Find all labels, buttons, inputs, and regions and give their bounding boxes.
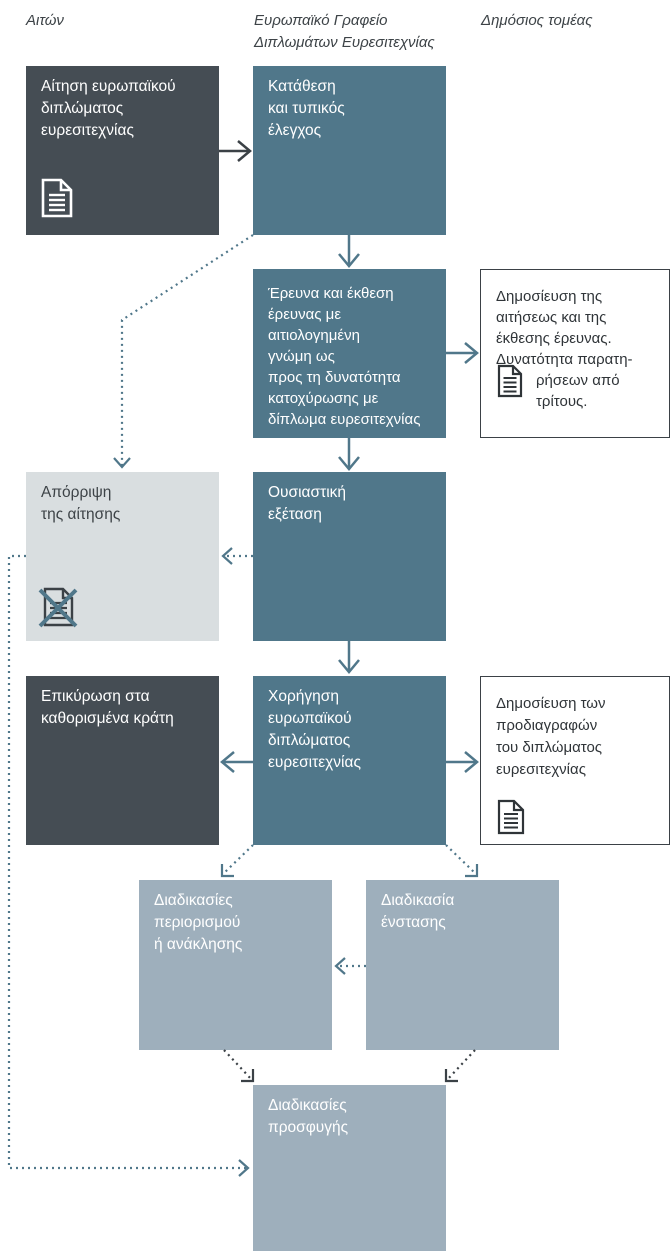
box-publication-application-tail: ρήσεων από τρίτους. <box>536 372 620 410</box>
rejected-document-icon <box>38 587 78 628</box>
box-publication-application-label: Δημοσίευση της αιτήσεως και της έκθεσης … <box>496 288 633 368</box>
document-icon <box>497 799 525 835</box>
arrow-application-to-filing <box>219 140 252 162</box>
arrow-opposition-to-appeal <box>444 1049 476 1083</box>
arrow-grant-to-limitation <box>220 844 254 878</box>
box-publication-application: Δημοσίευση της αιτήσεως και της έκθεσης … <box>480 269 670 438</box>
arrow-grant-to-opposition <box>445 844 479 878</box>
header-public: Δημόσιος τομέας <box>481 12 593 29</box>
box-substantive-examination: Ουσιαστική εξέταση <box>253 472 446 641</box>
box-refusal: Απόρριψη της αίτησης <box>26 472 219 641</box>
arrow-grant-to-validation <box>220 751 253 773</box>
box-patent-application: Αίτηση ευρωπαϊκού διπλώματος ευρεσιτεχνί… <box>26 66 219 235</box>
box-limitation-revocation-label: Διαδικασίες περιορισμού ή ανάκλησης <box>154 892 243 953</box>
arrow-search-to-publication <box>446 342 479 364</box>
box-grant: Χορήγηση ευρωπαϊκού διπλώματος ευρεσιτεχ… <box>253 676 446 845</box>
box-substantive-examination-label: Ουσιαστική εξέταση <box>268 484 347 523</box>
box-search-report: Έρευνα και έκθεση έρευνας με αιτιολογημέ… <box>253 269 446 438</box>
header-epo: Ευρωπαϊκό Γραφείο Διπλωμάτων Ευρεσιτεχνί… <box>254 12 435 51</box>
box-opposition-label: Διαδικασία ένστασης <box>381 892 455 931</box>
arrow-search-to-examination <box>338 438 360 471</box>
arrow-grant-to-specification <box>446 751 479 773</box>
box-publication-specification-label: Δημοσίευση των προδιαγραφών του διπλώματ… <box>496 695 606 778</box>
box-grant-label: Χορήγηση ευρωπαϊκού διπλώματος ευρεσιτεχ… <box>268 688 361 771</box>
box-publication-specification: Δημοσίευση των προδιαγραφών του διπλώματ… <box>480 676 670 845</box>
box-limitation-revocation: Διαδικασίες περιορισμού ή ανάκλησης <box>139 880 332 1050</box>
box-patent-application-label: Αίτηση ευρωπαϊκού διπλώματος ευρεσιτεχνί… <box>41 78 176 139</box>
box-search-report-label: Έρευνα και έκθεση έρευνας με αιτιολογημέ… <box>268 285 421 428</box>
box-filing-formalities: Κατάθεση και τυπικός έλεγχος <box>253 66 446 235</box>
box-appeal: Διαδικασίες προσφυγής <box>253 1085 446 1251</box>
arrow-limitation-to-appeal <box>223 1049 255 1083</box>
box-validation: Επικύρωση στα καθορισμένα κράτη <box>26 676 219 845</box>
arrow-examination-to-grant <box>338 641 360 674</box>
arrow-filing-to-refusal <box>113 234 254 469</box>
document-icon <box>497 364 523 398</box>
header-applicant: Αιτών <box>26 12 64 29</box>
box-opposition: Διαδικασία ένστασης <box>366 880 559 1050</box>
document-icon <box>41 178 73 218</box>
arrow-refusal-to-appeal <box>7 554 250 1177</box>
box-validation-label: Επικύρωση στα καθορισμένα κράτη <box>41 688 174 727</box>
box-refusal-label: Απόρριψη της αίτησης <box>41 484 121 523</box>
arrow-opposition-to-limitation <box>334 957 366 975</box>
box-appeal-label: Διαδικασίες προσφυγής <box>268 1097 349 1136</box>
arrow-filing-to-search <box>338 235 360 268</box>
arrow-examination-to-refusal <box>221 547 253 565</box>
box-filing-formalities-label: Κατάθεση και τυπικός έλεγχος <box>268 78 345 139</box>
